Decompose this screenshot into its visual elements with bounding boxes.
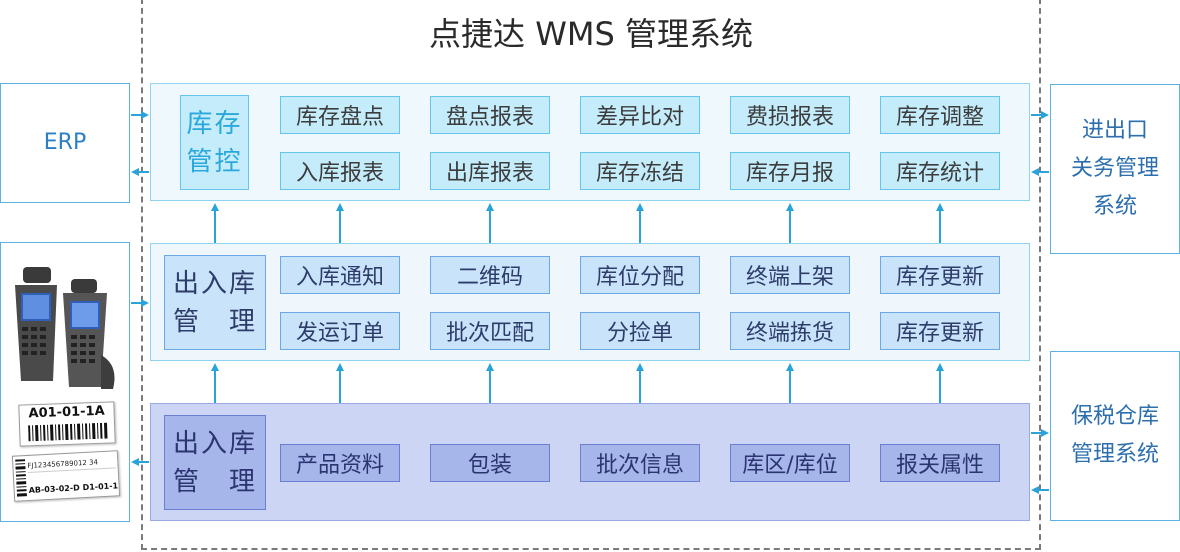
inbound-report-cell: 入库报表	[280, 152, 400, 190]
loss-report-cell: 费损报表	[730, 96, 850, 134]
check-report-cell: 盘点报表	[430, 96, 550, 134]
base-data-header: 出入库 管 理	[164, 415, 266, 510]
bonded-warehouse-line2: 管理系统	[1070, 442, 1159, 467]
handheld-scanner-icon	[15, 267, 115, 389]
inbound-notice-cell: 入库通知	[280, 256, 400, 294]
wms-system-frame	[141, 0, 1041, 550]
io-management-header: 出入库 管 理	[164, 255, 266, 350]
location-label-sticker: A01-01-1A	[18, 401, 116, 447]
customs-system-line1: 进出口	[1081, 118, 1148, 143]
base-data-header-line2: 管 理	[172, 466, 257, 497]
customs-system-line3: 系统	[1092, 194, 1137, 219]
system-title: 点捷达 WMS 管理系统	[429, 15, 753, 53]
qr-code-cell: 二维码	[430, 256, 550, 294]
batch-match-cell: 批次匹配	[430, 312, 550, 350]
shipping-label-sticker: FJ123456789012 34 AB-03-02-D D1-01-1	[11, 450, 121, 502]
customs-attr-cell: 报关属性	[880, 444, 1000, 482]
bonded-warehouse-box: 保税仓库 管理系统	[1050, 351, 1180, 521]
inventory-freeze-cell: 库存冻结	[580, 152, 700, 190]
product-data-cell: 产品资料	[280, 444, 400, 482]
customs-system-box: 进出口 关务管理 系统	[1050, 84, 1180, 254]
terminal-picking-cell: 终端拣货	[730, 312, 850, 350]
bonded-warehouse-line1: 保税仓库	[1070, 404, 1159, 429]
outbound-report-cell: 出库报表	[430, 152, 550, 190]
io-management-header-line1: 出入库	[172, 268, 257, 299]
terminal-device-box: A01-01-1A FJ123456789012 34 AB-03-02-D D…	[0, 242, 130, 522]
inventory-check-cell: 库存盘点	[280, 96, 400, 134]
inventory-monthly-cell: 库存月报	[730, 152, 850, 190]
customs-system-line2: 关务管理	[1070, 156, 1159, 181]
variance-compare-cell: 差异比对	[580, 96, 700, 134]
inventory-adjust-cell: 库存调整	[880, 96, 1000, 134]
inventory-update-cell-2: 库存更新	[880, 312, 1000, 350]
erp-system-box: ERP	[0, 83, 130, 203]
io-management-header-line2: 管 理	[172, 306, 257, 337]
inventory-control-header: 库存 管控	[180, 95, 249, 190]
zone-location-cell: 库区/库位	[730, 444, 850, 482]
inventory-update-cell: 库存更新	[880, 256, 1000, 294]
inventory-control-header-line2: 管控	[186, 146, 243, 177]
inventory-stats-cell: 库存统计	[880, 152, 1000, 190]
shipping-order-cell: 发运订单	[280, 312, 400, 350]
small-barcode-icon	[15, 459, 27, 497]
barcode-icon	[28, 422, 108, 442]
base-data-header-line1: 出入库	[172, 428, 257, 459]
pick-list-cell: 分捡单	[580, 312, 700, 350]
packaging-cell: 包装	[430, 444, 550, 482]
location-assign-cell: 库位分配	[580, 256, 700, 294]
batch-info-cell: 批次信息	[580, 444, 700, 482]
terminal-putaway-cell: 终端上架	[730, 256, 850, 294]
inventory-control-header-line1: 库存	[186, 108, 243, 139]
